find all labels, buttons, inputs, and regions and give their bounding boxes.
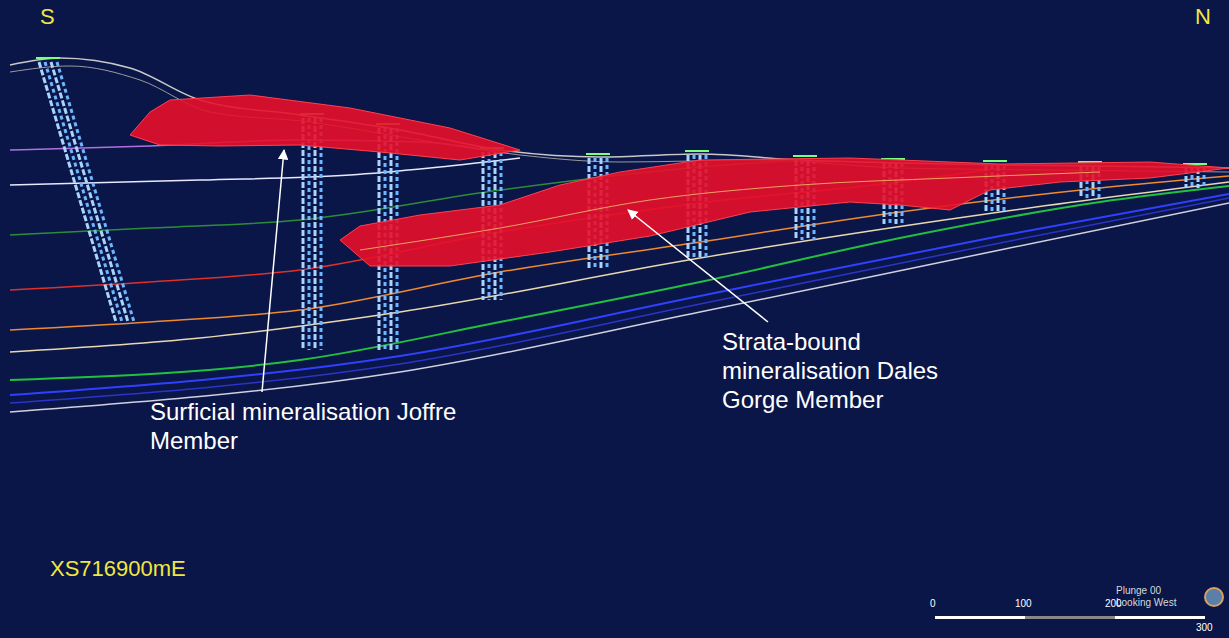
leader-lines [262, 150, 768, 392]
assay-column [320, 118, 323, 350]
direction-label: N [1195, 4, 1225, 30]
leader-arrow [628, 210, 768, 322]
ore-body [340, 158, 1229, 266]
drill-hole [300, 114, 324, 350]
assay-column [45, 62, 122, 322]
collar-mark [983, 160, 1007, 162]
collar-mark [36, 57, 60, 59]
scale-number: 100 [1015, 598, 1039, 610]
leader-arrow [262, 150, 284, 392]
collar-mark [793, 155, 817, 157]
collar-mark [685, 150, 709, 152]
scale-number: 200 [1105, 598, 1129, 610]
ore-body [130, 95, 520, 160]
scale-number: 0 [930, 598, 950, 610]
assay-column [302, 118, 305, 350]
assay-column [308, 118, 311, 350]
scale-number: 300 [1196, 622, 1220, 634]
assay-column [57, 62, 134, 322]
direction-label: S [40, 4, 80, 30]
drill-holes [36, 58, 1207, 352]
mineralisation-bodies [130, 95, 1229, 266]
assay-column [39, 62, 116, 322]
assay-column [314, 118, 317, 350]
section-name: XS716900mE [50, 556, 270, 582]
collar-mark [586, 153, 610, 155]
assay-column [51, 62, 128, 322]
scale-bar [935, 616, 1205, 619]
stratum-line [10, 66, 1229, 172]
view-orientation: Plunge 00 Looking West [1116, 585, 1196, 609]
drill-hole [36, 58, 134, 322]
callout-text: Surficial mineralisation Joffre Member [150, 398, 470, 456]
strata-lines [10, 58, 1229, 412]
callout-text: Strata-bound mineralisation Dales Gorge … [722, 328, 972, 414]
stratum-line [10, 58, 1229, 168]
orientation-globe [1205, 588, 1223, 606]
contact-line [360, 172, 1100, 250]
